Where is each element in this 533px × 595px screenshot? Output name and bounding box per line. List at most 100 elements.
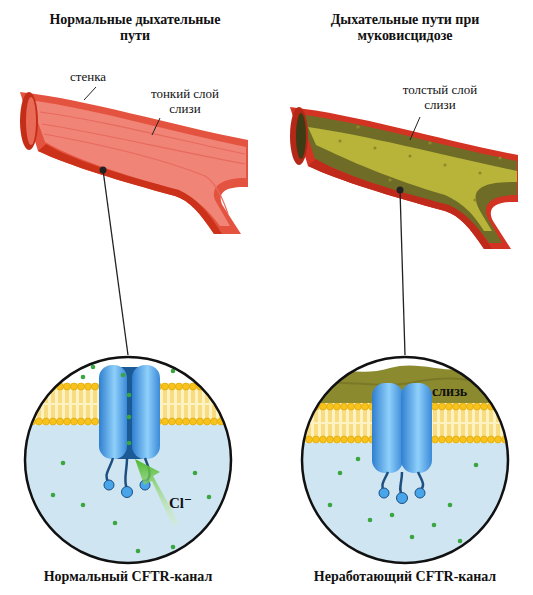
lipid-tail <box>352 409 353 422</box>
chloride-ion <box>458 539 463 544</box>
lipid-head <box>348 436 355 443</box>
lipid-head <box>22 383 29 390</box>
lipid-head <box>211 383 218 390</box>
lipid-tail <box>68 405 69 419</box>
lipid-tail <box>194 405 195 419</box>
lipid-head <box>204 418 211 425</box>
lipid-head <box>78 418 85 425</box>
lipid-tail <box>499 424 500 437</box>
lipid-head <box>467 403 474 410</box>
lipid-tail <box>82 389 83 403</box>
cell-membrane-view <box>23 355 233 565</box>
lipid-tail <box>352 424 353 437</box>
lipid-tail <box>478 424 479 437</box>
lipid-tail <box>359 424 360 437</box>
lipid-head <box>85 383 92 390</box>
airway-lumen <box>300 114 517 243</box>
lipid-head <box>355 403 362 410</box>
lipid-tail <box>208 405 209 419</box>
lipid-head <box>334 436 341 443</box>
lipid-head <box>502 403 509 410</box>
lipid-tail <box>371 424 372 437</box>
chloride-ion <box>338 471 343 476</box>
lipid-tail <box>478 409 479 422</box>
lipid-head <box>169 418 176 425</box>
lipid-tail <box>476 409 477 422</box>
channel-half <box>401 383 432 473</box>
lipid-tail <box>366 409 367 422</box>
chloride-ion <box>91 365 96 370</box>
chloride-ion <box>113 521 118 526</box>
chloride-ion <box>121 373 126 378</box>
lipid-tail <box>338 424 339 437</box>
lipid-tail <box>322 424 323 437</box>
lipid-tail <box>324 409 325 422</box>
airway-surface-line <box>40 112 245 154</box>
channel-domain <box>122 487 133 498</box>
airway-wall <box>20 92 248 234</box>
lipid-tail <box>52 405 53 419</box>
lipid-tail <box>497 424 498 437</box>
lipid-tail <box>455 424 456 437</box>
lipid-head <box>355 436 362 443</box>
magnifier-outline <box>25 357 231 563</box>
lipid-tail <box>40 389 41 403</box>
panel-heading: Дыхательные пути при муковисцидозе <box>305 12 505 44</box>
lipid-head <box>225 383 232 390</box>
lipid-tail <box>336 424 337 437</box>
lipid-head <box>453 436 460 443</box>
chloride-ion <box>81 503 86 508</box>
lipid-tail <box>87 405 88 419</box>
circle-caption: Нормальный CFTR-канал <box>3 569 253 585</box>
lipid-head <box>348 403 355 410</box>
mucus-speckle <box>356 125 359 128</box>
chloride-ion <box>193 471 198 476</box>
mucus-speckle <box>388 178 391 181</box>
leader-line <box>84 87 96 100</box>
lipid-tail <box>469 424 470 437</box>
lipid-head <box>183 418 190 425</box>
airway-wall <box>290 107 518 249</box>
lipid-tail <box>322 409 323 422</box>
lipid-tail <box>457 409 458 422</box>
lipid-head <box>341 403 348 410</box>
airway-bottom-rim <box>38 144 222 234</box>
lipid-tail <box>201 405 202 419</box>
mucus-speckle <box>373 146 376 149</box>
lipid-tail <box>66 405 67 419</box>
lipid-tail <box>66 389 67 403</box>
lipid-tail <box>329 424 330 437</box>
lipid-tail <box>317 409 318 422</box>
cell-interior <box>299 355 511 565</box>
lipid-tail <box>448 409 449 422</box>
lipid-tail <box>450 409 451 422</box>
mucus-speckle <box>473 198 476 201</box>
lipid-tail <box>24 389 25 403</box>
lipid-tail <box>94 389 95 403</box>
lipid-tail <box>301 424 302 437</box>
lipid-head <box>362 403 369 410</box>
lipid-tail <box>462 409 463 422</box>
lipid-tail <box>227 389 228 403</box>
lipid-head <box>85 418 92 425</box>
lipid-tail <box>443 424 444 437</box>
lipid-head <box>453 403 460 410</box>
lipid-tail <box>350 424 351 437</box>
lipid-tail <box>343 424 344 437</box>
lipid-tail <box>31 389 32 403</box>
lipid-tail <box>187 389 188 403</box>
lipid-tail <box>31 405 32 419</box>
lipid-head <box>306 403 313 410</box>
connector-dot <box>100 167 107 174</box>
lipid-tail <box>75 405 76 419</box>
lipid-head <box>439 403 446 410</box>
chloride-ion <box>474 463 479 468</box>
chloride-ion <box>81 375 86 380</box>
cell-interior <box>22 355 234 565</box>
lipid-tail <box>331 424 332 437</box>
airway-panel: Нормальные дыхательные путистенкатонкий … <box>10 10 260 170</box>
airway-illustration <box>10 10 260 250</box>
lipid-head <box>432 436 439 443</box>
lipid-head <box>50 418 57 425</box>
lipid-tail <box>73 405 74 419</box>
